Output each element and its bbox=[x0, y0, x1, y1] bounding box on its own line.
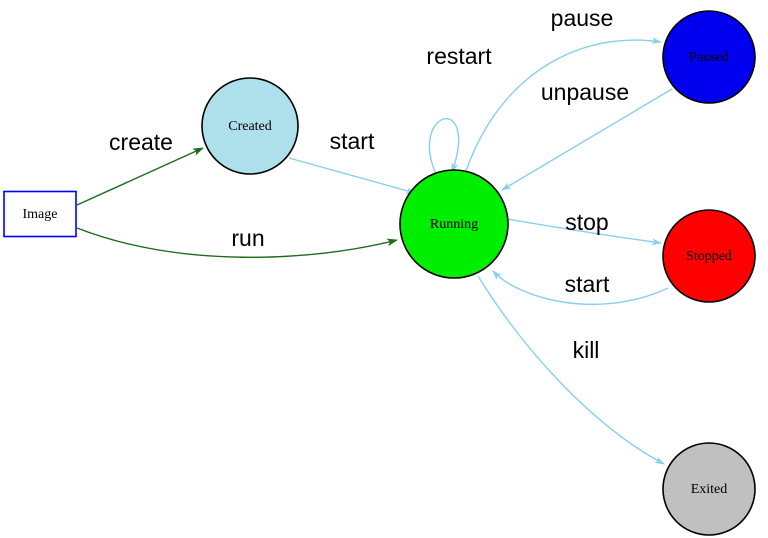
edge-pause bbox=[465, 37, 662, 172]
edge-stop bbox=[506, 218, 662, 246]
edge-run bbox=[76, 227, 398, 259]
node-shape-image bbox=[3, 190, 77, 238]
edge-label-start-created: start bbox=[330, 128, 375, 154]
node-stopped[interactable]: Stopped bbox=[662, 209, 756, 303]
node-label-created: Created bbox=[228, 119, 272, 134]
node-label-exited: Exited bbox=[691, 482, 728, 497]
node-label-running: Running bbox=[430, 217, 478, 232]
node-shape-created bbox=[201, 77, 299, 175]
edge-label-kill: kill bbox=[573, 337, 600, 363]
node-running[interactable]: Running bbox=[399, 169, 509, 279]
edge-label-restart: restart bbox=[426, 43, 492, 69]
node-image[interactable]: Image bbox=[3, 190, 77, 238]
edge-label-pause: pause bbox=[551, 5, 614, 31]
edge-create bbox=[76, 147, 204, 206]
node-label-paused: Paused bbox=[689, 50, 729, 65]
edge-label-stop: stop bbox=[565, 209, 608, 235]
edge-label-create: create bbox=[109, 129, 173, 155]
edge-kill bbox=[477, 275, 665, 465]
edge-start-created bbox=[288, 157, 416, 194]
node-label-stopped: Stopped bbox=[686, 249, 732, 264]
edge-labels-layer: create run start restart pause unpause stop sta… bbox=[109, 5, 629, 363]
edge-unpause bbox=[501, 88, 673, 191]
node-shape-running bbox=[399, 169, 509, 279]
node-label-image: Image bbox=[23, 207, 58, 222]
edge-label-start-stopped: start bbox=[565, 271, 610, 297]
edges-layer bbox=[76, 37, 673, 465]
edge-label-run: run bbox=[231, 225, 264, 251]
edge-start-stopped bbox=[492, 270, 669, 305]
edge-label-unpause: unpause bbox=[541, 79, 629, 105]
node-shape-paused bbox=[662, 10, 756, 104]
edge-restart bbox=[428, 118, 460, 175]
node-shape-stopped bbox=[662, 209, 756, 303]
node-created[interactable]: Created bbox=[201, 77, 299, 175]
node-shape-exited bbox=[662, 442, 756, 536]
node-paused[interactable]: Paused bbox=[662, 10, 756, 104]
node-exited[interactable]: Exited bbox=[662, 442, 756, 536]
